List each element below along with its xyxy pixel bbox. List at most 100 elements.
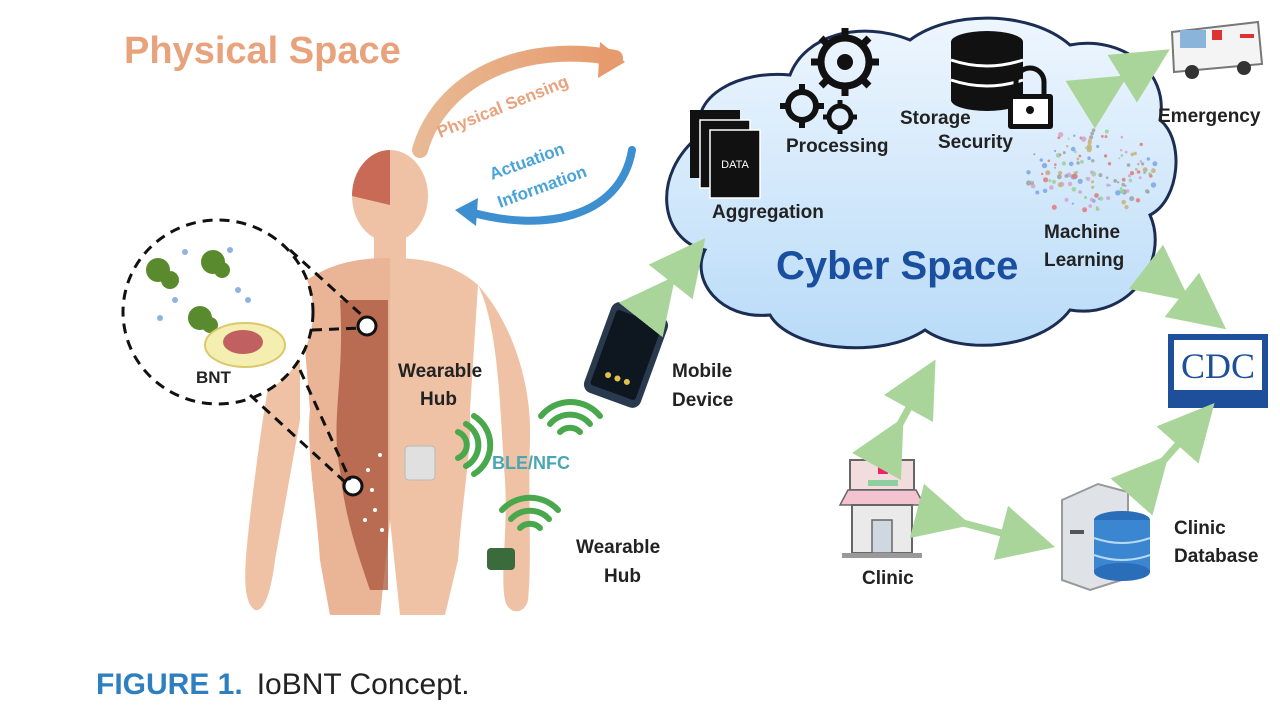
ml-node: [1130, 152, 1135, 157]
ml-node: [1121, 182, 1126, 187]
ml-node: [1090, 170, 1094, 174]
ml-node: [1134, 168, 1138, 171]
processing-label: Processing: [786, 136, 889, 157]
ml-node: [1120, 135, 1124, 139]
ml-node: [1054, 166, 1057, 169]
ml-node: [1089, 135, 1094, 140]
wireless-signal-icon: [499, 494, 561, 531]
ml-node: [1124, 150, 1128, 154]
ml-node: [1057, 182, 1063, 188]
ml-node: [1115, 190, 1121, 196]
ml-node: [1058, 132, 1064, 138]
bnt-zoom-circle: [121, 218, 367, 484]
ml-node: [1078, 190, 1082, 194]
mobile-device-icon: [583, 302, 669, 408]
ml-node: [1070, 146, 1076, 152]
ml-node: [1058, 170, 1063, 176]
ml-node: [1097, 197, 1101, 200]
ml-node: [1035, 190, 1040, 195]
ml-node: [1149, 174, 1153, 178]
ml-node: [1085, 177, 1088, 180]
ml-node: [1107, 162, 1112, 166]
ml-node: [1077, 178, 1083, 184]
ml-node: [1113, 179, 1118, 183]
data-tag-text: DATA: [721, 159, 749, 171]
ml-node: [1068, 161, 1074, 167]
ml-node: [1098, 173, 1103, 178]
ml-node: [1117, 181, 1120, 184]
security-label: Security: [938, 132, 1013, 153]
ml-node: [1128, 178, 1133, 183]
ambulance-icon: [1170, 20, 1264, 79]
ml-node: [1040, 172, 1044, 176]
ml-node: [1126, 189, 1130, 193]
ml-node: [1042, 188, 1048, 193]
mobile-label: Mobile: [672, 361, 733, 382]
ml-node: [1133, 151, 1137, 156]
ml-node: [1052, 179, 1056, 184]
ml-node: [1101, 135, 1104, 138]
wearable-hub-wrist-label-line2: Hub: [604, 566, 641, 587]
link-arrow-cloud-cdc: [1128, 244, 1227, 330]
ml-node: [1139, 160, 1143, 163]
ml-node: [1119, 149, 1123, 152]
link-arrow-cdc-database: [1110, 403, 1215, 516]
ml-node: [1071, 187, 1077, 192]
ml-node: [1030, 180, 1034, 184]
ml-node: [1082, 207, 1088, 213]
figure-caption: FIGURE 1.IoBNT Concept.: [96, 668, 470, 702]
clinic-building-icon: [838, 459, 926, 558]
ml-node: [1049, 185, 1054, 190]
ml-node: [1091, 159, 1095, 163]
wearable-hub-body-label-line2: Hub: [420, 389, 457, 410]
ml-node: [1143, 171, 1146, 174]
ml-node: [1074, 150, 1077, 153]
ml-node: [1057, 174, 1062, 180]
ml-node: [1135, 198, 1141, 203]
ml-node: [1088, 138, 1092, 143]
ml-node: [1119, 187, 1123, 190]
ml-node: [1120, 154, 1124, 157]
machine-label: Machine: [1044, 222, 1121, 243]
ml-node: [1124, 184, 1127, 187]
actuation-information-arrow: Actuation Information: [455, 139, 636, 226]
ml-node: [1152, 161, 1158, 167]
ml-node: [1051, 204, 1057, 210]
ml-node: [1064, 174, 1069, 178]
ml-node: [1105, 176, 1109, 179]
link-arrows: [618, 49, 1227, 560]
ml-node: [1144, 168, 1148, 172]
link-arrow-mobile-cloud: [618, 238, 706, 338]
ml-node: [1106, 183, 1110, 187]
ml-node: [1043, 177, 1049, 183]
link-arrow-cloud-emergency: [1065, 49, 1170, 129]
ml-node: [1073, 171, 1077, 175]
ml-node: [1054, 163, 1057, 166]
ml-node: [1066, 145, 1069, 148]
ml-node: [1041, 162, 1048, 169]
ml-node: [1057, 136, 1061, 140]
ml-node: [1081, 136, 1087, 142]
ml-node: [1086, 144, 1093, 150]
ml-node: [1096, 144, 1100, 149]
ml-node: [1096, 207, 1100, 211]
ml-node: [1091, 128, 1096, 132]
ml-node: [1126, 163, 1131, 167]
ml-node: [1146, 157, 1151, 161]
ml-node: [1121, 199, 1126, 205]
ml-node: [1061, 161, 1066, 166]
wireless-signal-icon: [538, 398, 603, 435]
wireless-signal-icon: [455, 413, 494, 477]
ml-node: [1071, 202, 1074, 205]
clinic-database-label-line2: Database: [1174, 546, 1259, 567]
physical-space-title: Physical Space: [124, 30, 401, 72]
ml-node: [1151, 168, 1156, 174]
clinic-database-server-icon: [1061, 482, 1151, 592]
device-label: Device: [672, 390, 734, 411]
ml-node: [1067, 181, 1073, 187]
ml-node: [1080, 160, 1084, 164]
ml-node: [1089, 197, 1094, 202]
ml-node: [1106, 196, 1111, 201]
ml-node: [1091, 180, 1095, 184]
